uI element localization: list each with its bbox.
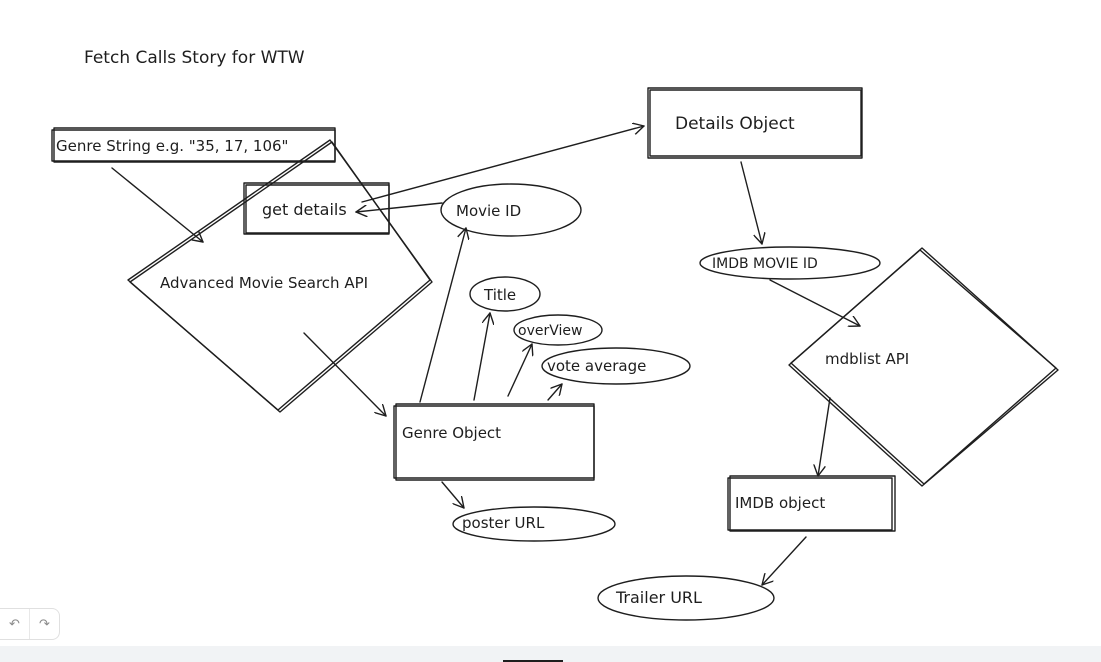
imdb-object-label: IMDB object — [735, 494, 825, 512]
arrow-genre-string-to-search — [111, 167, 204, 243]
title-node[interactable]: Title — [469, 276, 541, 312]
arrow-movie-id-to-get-details — [355, 202, 443, 212]
title-label: Title — [483, 286, 516, 304]
genre-object-node[interactable]: Genre Object — [393, 403, 595, 481]
get-details-label: get details — [262, 200, 347, 219]
genre-string-node[interactable]: Genre String e.g. "35, 17, 106" — [51, 127, 336, 163]
mdblist-api-label: mdblist API — [825, 350, 909, 368]
movie-id-node[interactable]: Movie ID — [440, 183, 582, 237]
arrow-genre-object-to-poster-url — [441, 481, 465, 509]
poster-url-label: poster URL — [462, 514, 545, 532]
vote-average-label: vote average — [547, 357, 646, 375]
details-object-label: Details Object — [675, 114, 795, 134]
imdb-movie-id-node[interactable]: IMDB MOVIE ID — [699, 246, 881, 280]
genre-object-label: Genre Object — [402, 424, 501, 442]
arrow-mdblist-to-imdb-object — [818, 397, 831, 477]
advanced-search-api-label: Advanced Movie Search API — [160, 274, 368, 292]
undo-icon: ↶ — [9, 616, 20, 632]
arrow-genre-object-to-movie-id — [419, 227, 466, 403]
redo-icon: ↷ — [39, 616, 50, 632]
overview-label: overView — [518, 323, 582, 339]
redo-button[interactable]: ↷ — [29, 609, 59, 639]
undo-button[interactable]: ↶ — [0, 609, 29, 639]
details-object-node[interactable]: Details Object — [647, 87, 863, 159]
movie-id-label: Movie ID — [456, 202, 521, 220]
arrow-details-object-to-imdb-id — [740, 161, 762, 245]
bottom-bar — [0, 646, 1101, 662]
history-controls: ↶ ↷ — [0, 608, 60, 640]
trailer-url-label: Trailer URL — [615, 588, 702, 607]
genre-string-label: Genre String e.g. "35, 17, 106" — [56, 137, 288, 155]
trailer-url-node[interactable]: Trailer URL — [597, 575, 775, 621]
imdb-object-node[interactable]: IMDB object — [727, 475, 896, 532]
overview-node[interactable]: overView — [513, 314, 603, 346]
arrow-imdb-id-to-mdblist — [769, 279, 861, 326]
poster-url-node[interactable]: poster URL — [452, 506, 616, 542]
arrow-imdb-object-to-trailer-url — [761, 536, 807, 586]
advanced-search-api-node[interactable]: Advanced Movie Search API — [127, 139, 433, 413]
arrow-get-details-to-details-object — [361, 126, 645, 203]
arrow-genre-object-to-overview — [507, 343, 532, 397]
bottom-handle[interactable] — [503, 660, 563, 662]
imdb-movie-id-label: IMDB MOVIE ID — [712, 256, 818, 272]
mdblist-api-node[interactable]: mdblist API — [788, 247, 1059, 487]
diagram-title: Fetch Calls Story for WTW — [84, 48, 305, 68]
arrow-search-to-genre-object — [303, 332, 387, 417]
vote-average-node[interactable]: vote average — [541, 347, 691, 385]
arrow-genre-object-to-vote-average — [547, 383, 563, 401]
arrow-genre-object-to-title — [473, 312, 490, 401]
